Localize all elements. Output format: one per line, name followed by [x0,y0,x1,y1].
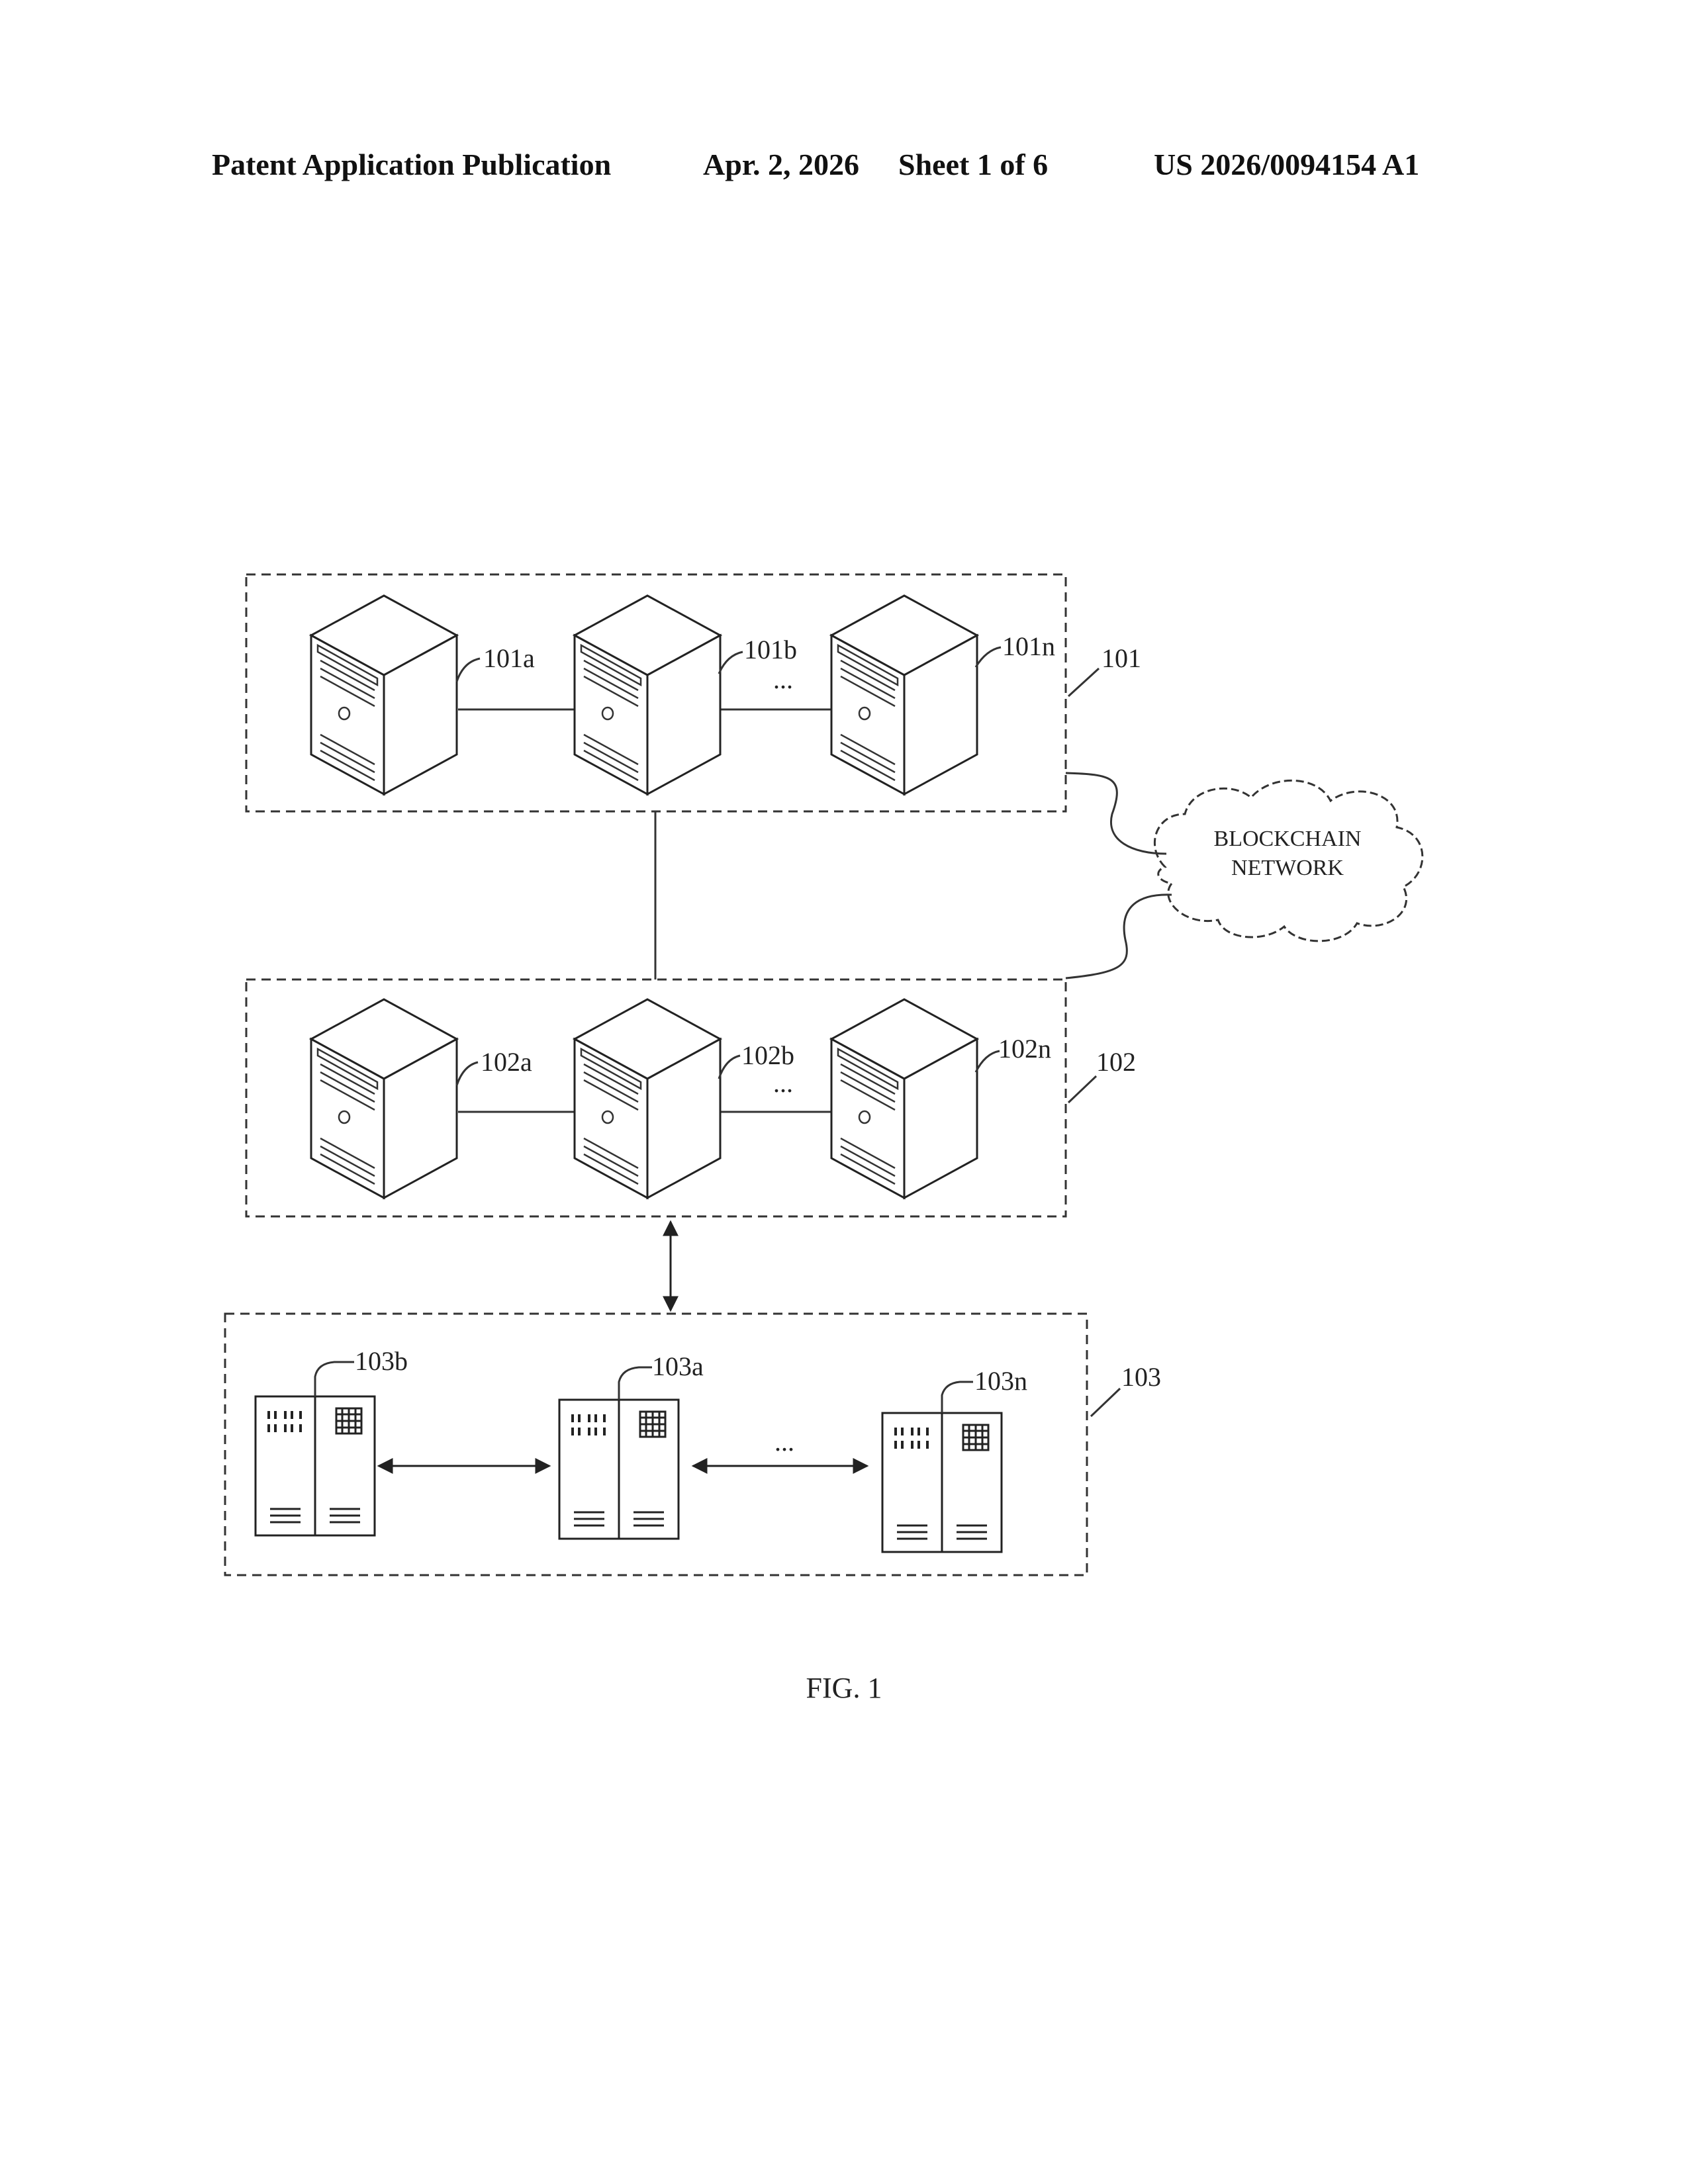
leader-102b [719,1056,740,1079]
cabinet-icon-103n [882,1413,1002,1552]
server-icon-102n [831,999,977,1198]
label-103: 103 [1121,1362,1161,1392]
leader-103a [619,1367,652,1400]
label-102n: 102n [998,1034,1051,1064]
server-icon-102b [575,999,720,1198]
label-101n: 101n [1002,631,1055,661]
leader-102n [976,1051,1000,1072]
label-103n: 103n [974,1366,1027,1396]
label-103a: 103a [652,1351,704,1381]
leader-102a [457,1062,478,1085]
ellipsis-102: ... [773,1068,793,1098]
leader-103n [942,1382,973,1413]
label-101a: 101a [483,643,535,673]
server-icon-101b [575,596,720,794]
leader-101b [719,652,743,674]
cloud-label-line2: NETWORK [1231,856,1344,880]
cabinet-icon-103a [559,1400,679,1539]
ellipsis-101: ... [773,664,793,694]
server-icon-102a [311,999,457,1198]
label-101: 101 [1102,643,1141,673]
leader-101 [1068,668,1099,696]
link-101-cloud [1066,773,1166,854]
label-103b: 103b [355,1346,408,1376]
leader-103b [315,1362,354,1396]
cabinet-icon-103b [256,1396,375,1535]
server-icon-101a [311,596,457,794]
label-102a: 102a [481,1047,532,1077]
server-icon-101n [831,596,977,794]
ellipsis-103: ... [774,1427,794,1457]
link-102-cloud [1066,895,1172,978]
leader-102 [1068,1076,1096,1103]
leader-101a [457,659,480,682]
leader-101n [976,647,1001,667]
label-102b: 102b [741,1040,794,1070]
figure-label: FIG. 1 [0,1671,1688,1705]
label-101b: 101b [744,635,797,664]
leader-103 [1091,1388,1120,1416]
label-102: 102 [1096,1047,1136,1077]
cloud-label-line1: BLOCKCHAIN [1214,827,1362,851]
